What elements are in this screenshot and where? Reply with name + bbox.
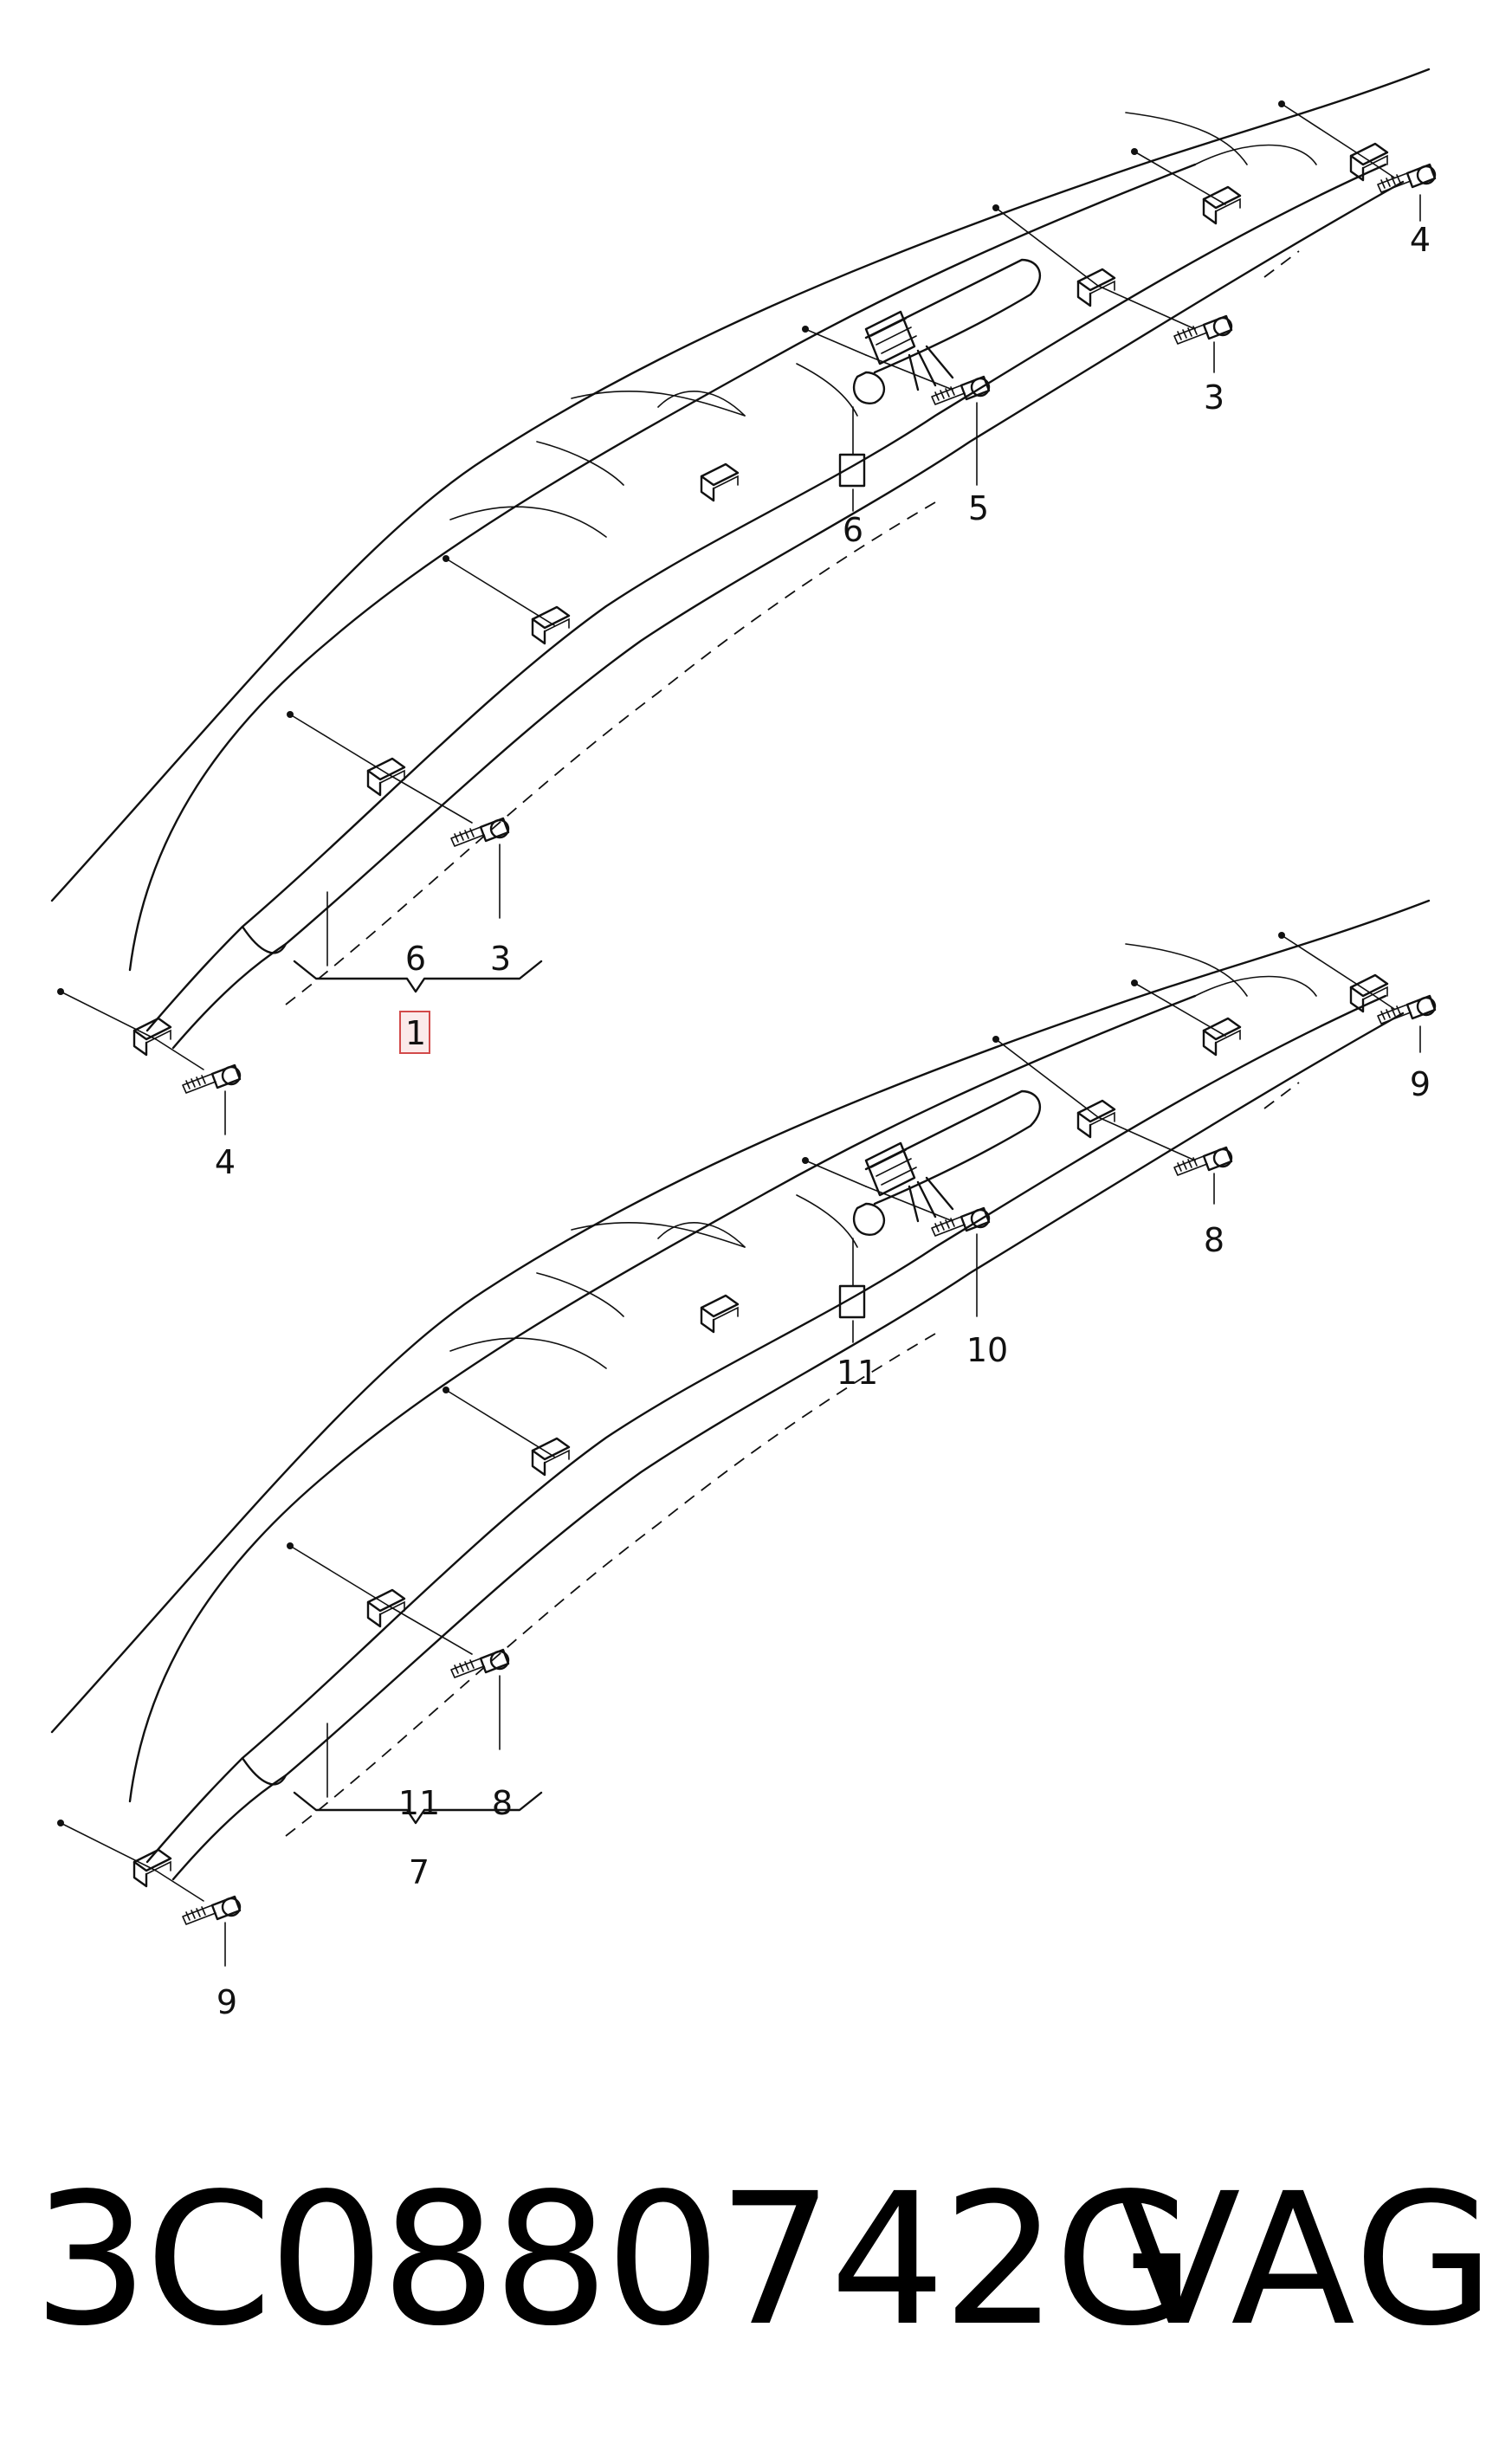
callout-top-0: 4	[1410, 221, 1431, 259]
callout-bottom-4: 11	[398, 1784, 440, 1822]
callout-top-1: 3	[1204, 378, 1224, 417]
callout-bottom-6: 7	[409, 1853, 430, 1891]
callout-top-2: 5	[968, 489, 989, 527]
footer: 3C0880742G VAG	[0, 2130, 1512, 2390]
callout-top-5: 3	[490, 940, 511, 978]
callout-bottom-0: 9	[1410, 1065, 1431, 1103]
callout-top-6: 1	[405, 1014, 426, 1052]
callout-bottom-2: 10	[966, 1331, 1008, 1369]
callout-highlight	[399, 1011, 430, 1054]
assembly-top: 4 3 5 6 6 3 1 4	[52, 69, 1435, 1181]
callout-top-7: 4	[215, 1143, 236, 1181]
callout-top-3: 6	[843, 511, 863, 549]
callout-bottom-3: 11	[837, 1354, 878, 1392]
callout-bottom-5: 8	[492, 1784, 513, 1822]
assembly-bottom: 9 8 10 11 11 8 7 9	[52, 901, 1435, 2021]
part-number: 3C0880742G	[33, 2154, 1195, 2366]
callout-bottom-7: 9	[216, 1983, 237, 2021]
callout-top-4: 6	[405, 940, 426, 978]
brand-name: VAG	[1116, 2154, 1496, 2366]
callout-bottom-1: 8	[1204, 1221, 1224, 1259]
